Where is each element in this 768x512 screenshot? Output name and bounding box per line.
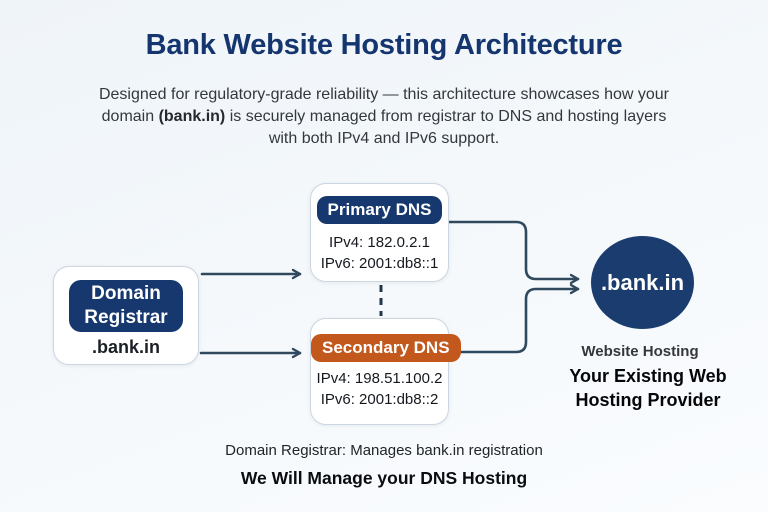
registrar-footnote: Domain Registrar: Manages bank.in regist… — [225, 442, 543, 459]
primary-dns-label: Primary DNS — [316, 196, 443, 224]
dns-hosting-footnote: We Will Manage your DNS Hosting — [240, 468, 528, 488]
primary-dns-ipv6: IPv6: 2001:db8::1 — [320, 255, 439, 272]
page-title: Bank Website Hosting Architecture — [145, 29, 623, 61]
hosting-provider-line-2: Hosting Provider — [575, 390, 721, 410]
website-hosting-caption: Website Hosting — [581, 343, 699, 360]
secondary-dns-addresses: IPv4: 198.51.100.2 IPv6: 2001:db8::2 — [311, 368, 448, 410]
arrow-primary-dns-to-hosting — [447, 220, 580, 285]
subtitle-domain-highlight: (bank.in) — [158, 108, 226, 125]
subtitle-line-2-pre: domain — [101, 108, 159, 125]
primary-dns-addresses: IPv4: 182.0.2.1 IPv6: 2001:db8::1 — [311, 232, 448, 274]
primary-dns-ipv4: IPv4: 182.0.2.1 — [329, 234, 430, 251]
subtitle-line-3: with both IPv4 and IPv6 support. — [268, 130, 500, 147]
subtitle-line-2: domain (bank.in) is securely managed fro… — [0, 106, 768, 128]
domain-registrar-node: Domain Registrar .bank.in — [53, 266, 199, 365]
hosting-provider-note: Your Existing Web Hosting Provider — [553, 364, 743, 412]
secondary-dns-ipv6: IPv6: 2001:db8::2 — [320, 391, 439, 408]
subtitle-line-2-post: is securely managed from registrar to DN… — [225, 108, 667, 125]
website-hosting-node: .bank.in — [591, 236, 694, 329]
hosting-provider-line-1: Your Existing Web — [569, 366, 727, 386]
domain-registrar-label: Domain Registrar — [69, 280, 183, 332]
subtitle-line-1: Designed for regulatory-grade reliabilit… — [98, 86, 670, 103]
secondary-dns-ipv4: IPv4: 198.51.100.2 — [316, 370, 443, 387]
secondary-dns-label: Secondary DNS — [311, 334, 461, 362]
page-subtitle: Designed for regulatory-grade reliabilit… — [0, 84, 768, 150]
secondary-dns-node: Secondary DNS IPv4: 198.51.100.2 IPv6: 2… — [310, 318, 461, 425]
website-hosting-domain: .bank.in — [600, 269, 685, 295]
primary-dns-node: Primary DNS IPv4: 182.0.2.1 IPv6: 2001:d… — [310, 183, 449, 282]
domain-registrar-domain: .bank.in — [91, 337, 160, 357]
